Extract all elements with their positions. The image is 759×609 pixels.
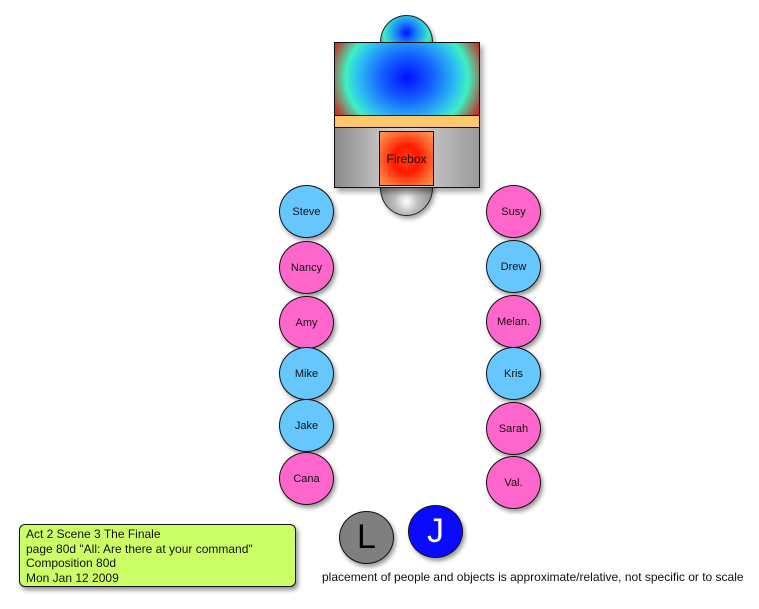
token-l: L	[339, 511, 394, 564]
token-j: J	[408, 505, 463, 558]
note-line-composition: Composition 80d	[26, 556, 117, 570]
note-line-date: Mon Jan 12 2009	[26, 570, 119, 585]
firebox: Firebox	[379, 131, 434, 186]
person-label: Cana	[293, 472, 320, 485]
person-label: Val.	[504, 476, 523, 489]
person-val: Val.	[486, 456, 541, 509]
person-nancy: Nancy	[279, 241, 334, 294]
person-steve: Steve	[279, 185, 334, 238]
person-label: Amy	[295, 316, 318, 329]
person-cana: Cana	[279, 452, 334, 505]
person-label: Nancy	[290, 261, 323, 274]
machine-upper-panel	[335, 43, 479, 115]
person-sarah: Sarah	[486, 402, 541, 455]
scene-note: Act 2 Scene 3 The Finale page 80d "All: …	[19, 524, 296, 587]
person-label: Susy	[501, 205, 526, 218]
person-label: Jake	[294, 419, 319, 432]
person-kris: Kris	[486, 347, 541, 400]
note-line-scene: Act 2 Scene 3 The Finale	[26, 527, 161, 541]
person-drew: Drew	[486, 240, 541, 293]
person-susy: Susy	[486, 185, 541, 238]
person-mike: Mike	[279, 347, 334, 400]
person-label: Steve	[292, 205, 321, 218]
firebox-label: Firebox	[386, 151, 427, 166]
person-label: Drew	[500, 260, 527, 273]
person-label: Mike	[294, 367, 319, 380]
person-label: Kris	[504, 367, 523, 380]
person-amy: Amy	[279, 296, 334, 349]
person-jake: Jake	[279, 399, 334, 452]
person-label: Melan.	[496, 315, 531, 328]
machine-orange-band	[335, 115, 479, 128]
person-melan: Melan.	[486, 295, 541, 348]
token-letter: L	[357, 518, 376, 556]
person-label: Sarah	[498, 422, 529, 435]
token-letter: J	[427, 512, 444, 550]
placement-disclaimer: placement of people and objects is appro…	[322, 570, 744, 584]
note-line-page: page 80d "All: Are there at your command…	[26, 541, 253, 556]
